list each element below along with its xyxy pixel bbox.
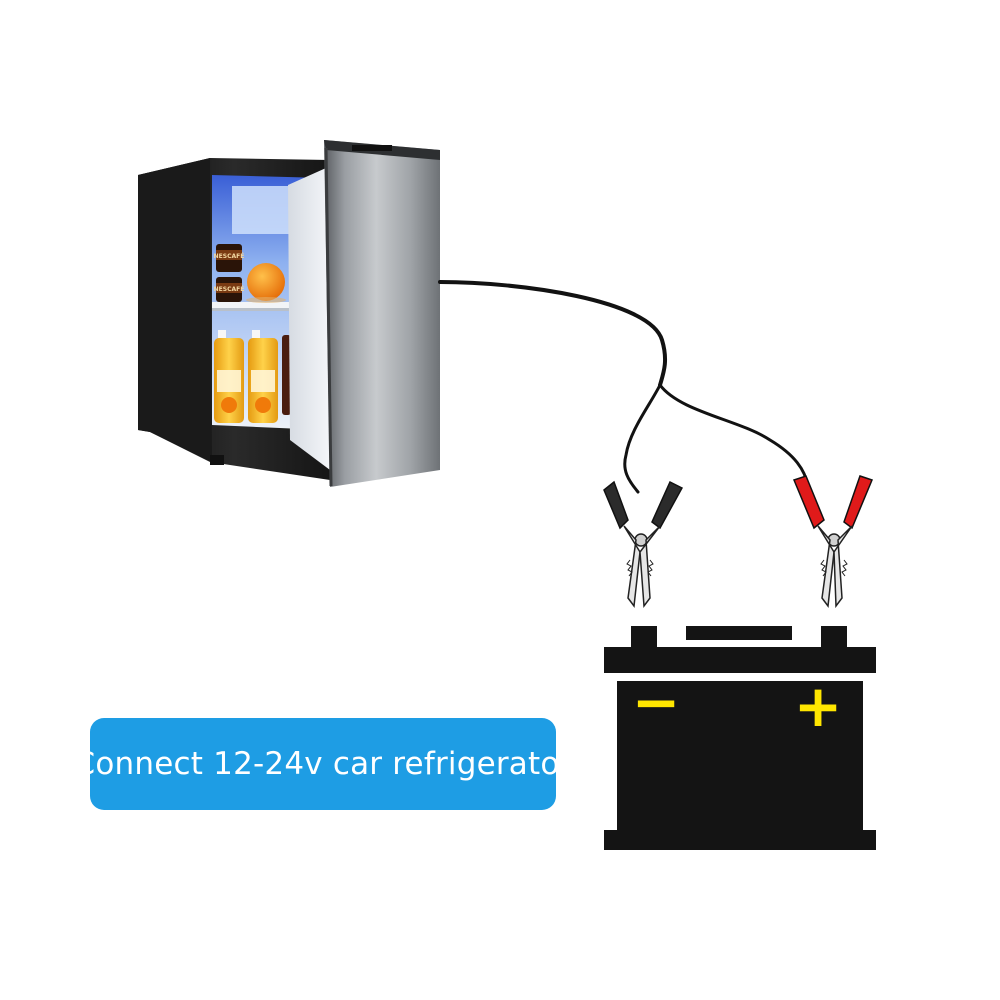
fridge-door	[324, 140, 440, 487]
battery-top-bar	[686, 626, 792, 640]
coffee-label-1: NESCAFÉ	[214, 252, 245, 260]
mini-fridge-icon: NESCAFÉ NESCAFÉ	[138, 140, 440, 487]
negative-lead	[623, 383, 662, 494]
alligator-clamp-icon	[603, 480, 684, 609]
orange	[247, 263, 285, 301]
battery-base	[604, 830, 876, 850]
power-cable-icon	[438, 280, 810, 494]
fridge-door-liner	[288, 168, 330, 470]
battery-terminal-left	[631, 626, 657, 648]
coffee-jar: NESCAFÉ	[214, 277, 245, 302]
juice-bottle	[214, 330, 244, 423]
positive-clamp	[792, 475, 874, 609]
caption-banner: Connect 12-24v car refrigerator	[74, 718, 572, 810]
positive-lead	[658, 383, 810, 488]
juice-bottle	[248, 330, 278, 423]
main-cable	[438, 280, 668, 387]
battery-negative-symbol: −	[632, 668, 681, 736]
coffee-jar: NESCAFÉ	[214, 244, 245, 272]
battery-body	[617, 681, 863, 831]
battery-terminal-right	[821, 626, 847, 648]
alligator-clamp-icon	[792, 475, 874, 609]
battery-positive-symbol: +	[794, 672, 843, 740]
battery-lid	[604, 647, 876, 673]
car-battery-icon: − +	[604, 626, 876, 850]
caption-text: Connect 12-24v car refrigerator	[73, 746, 573, 782]
negative-clamp	[603, 480, 684, 609]
coffee-label-2: NESCAFÉ	[214, 285, 245, 293]
